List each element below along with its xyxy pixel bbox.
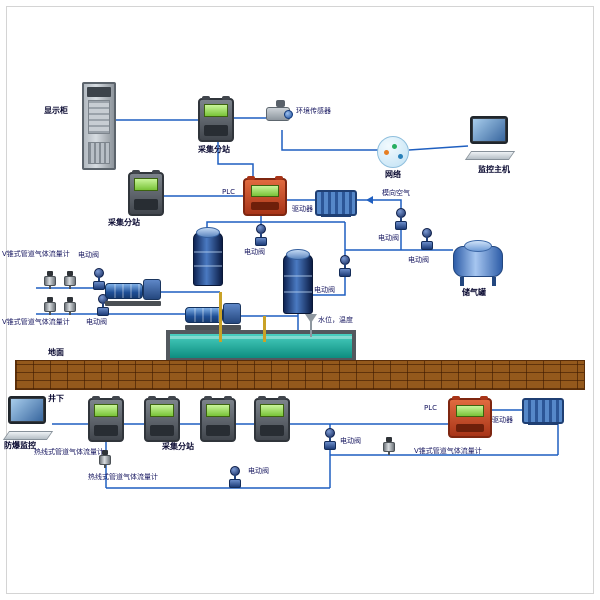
label-hotwire-2: 热线式管道气体流量计 <box>88 473 158 481</box>
sensor-lens-icon <box>284 110 293 119</box>
substation-controller-ug-1 <box>88 396 124 442</box>
label-valve-mid-1: 电动阀 <box>244 248 265 256</box>
label-vcone-underground: V锥式管道气体流量计 <box>414 447 482 455</box>
plc-box-underground <box>448 396 492 438</box>
vertical-tank-1 <box>193 227 223 286</box>
electric-valve-mid-1 <box>254 224 268 246</box>
network-cloud <box>377 136 409 168</box>
electric-valve-row2 <box>96 294 110 316</box>
vcone-flow-sensor-2b <box>64 297 76 315</box>
substation-controller-ug-3 <box>200 396 236 442</box>
label-valve-air: 电动阀 <box>378 234 399 242</box>
label-substation-left: 采集分站 <box>108 218 140 227</box>
substation-controller-ug-2 <box>144 396 180 442</box>
label-env-sensor: 环境传感器 <box>296 107 331 115</box>
line-substation-plc <box>217 142 254 178</box>
line-network-host <box>408 145 469 151</box>
driver-box-underground <box>522 398 564 425</box>
vcone-flow-sensor-2a <box>44 297 56 315</box>
label-display-cabinet: 显示柜 <box>44 106 68 115</box>
vacuum-pump-1 <box>105 278 161 306</box>
electric-valve-row1 <box>92 268 106 290</box>
page-border <box>6 6 594 594</box>
yellow-drop-pipe-1 <box>219 292 222 342</box>
label-driver-surface: 驱动器 <box>292 205 313 213</box>
substation-controller-left <box>128 170 164 216</box>
keyboard <box>464 151 516 160</box>
label-ground: 地面 <box>48 348 64 357</box>
vcone-flow-sensor-1b <box>64 271 76 289</box>
label-pool-note: 水位，温度 <box>318 316 353 324</box>
label-driver-underground: 驱动器 <box>492 416 513 424</box>
electric-valve-ug-branch <box>323 428 337 450</box>
label-underground: 井下 <box>48 394 64 403</box>
pipe-riser-tank2 <box>313 222 346 296</box>
explosion-proof-computer <box>2 396 54 442</box>
vertical-tank-2 <box>283 249 313 314</box>
substation-controller-top <box>198 96 234 142</box>
water-pool <box>166 330 356 362</box>
substation-controller-ug-4 <box>254 396 290 442</box>
line-envsensor-network <box>281 130 378 151</box>
electric-valve-mid-2 <box>338 255 352 277</box>
gas-storage-tank <box>453 240 503 286</box>
plc-box-surface <box>243 176 287 216</box>
label-hotwire-1: 热线式管道气体流量计 <box>34 448 104 456</box>
label-substation-top: 采集分站 <box>198 145 230 154</box>
electric-valve-gastank <box>420 228 434 250</box>
yellow-drop-pipe-2 <box>263 316 266 342</box>
vacuum-pump-2 <box>185 302 241 330</box>
label-vcone-row1: V锥式管道气体流量计 <box>2 250 70 258</box>
electric-valve-ug-lower <box>228 466 242 488</box>
controller-screen <box>204 104 228 117</box>
level-temp-sensor-icon <box>305 314 317 337</box>
label-gas-tank: 储气罐 <box>462 288 486 297</box>
label-valve-row2: 电动阀 <box>86 318 107 326</box>
hotwire-flow-sensor-1 <box>99 450 111 468</box>
label-vcone-row2: V锥式管道气体流量计 <box>2 318 70 326</box>
label-valve-mid-2: 电动阀 <box>314 286 335 294</box>
vcone-flow-sensor-1a <box>44 271 56 289</box>
label-plc-surface: PLC <box>222 188 236 196</box>
label-ep-monitor: 防爆监控 <box>4 441 36 450</box>
label-substation-ug: 采集分站 <box>162 442 194 451</box>
electric-valve-air <box>394 208 408 230</box>
monitor-screen <box>473 119 505 141</box>
label-network: 网络 <box>385 170 401 179</box>
label-monitor-host: 监控主机 <box>478 165 510 174</box>
pipe-main-horizontal <box>206 221 345 232</box>
label-valve-row1: 电动阀 <box>78 251 99 259</box>
driver-box-surface <box>315 190 357 217</box>
brick-ground <box>15 360 585 390</box>
environment-sensor-device <box>266 100 294 130</box>
label-valve-ug-branch: 电动阀 <box>340 437 361 445</box>
display-cabinet <box>82 82 116 170</box>
label-valve-gastank: 电动阀 <box>408 256 429 264</box>
vcone-flow-sensor-ug <box>383 437 395 455</box>
label-lateral-air: 模向空气 <box>382 189 410 197</box>
label-valve-ug-lower: 电动阀 <box>248 467 269 475</box>
monitoring-host-computer <box>464 116 516 162</box>
air-flow-arrow-icon <box>366 196 373 204</box>
label-plc-underground: PLC <box>424 404 438 412</box>
